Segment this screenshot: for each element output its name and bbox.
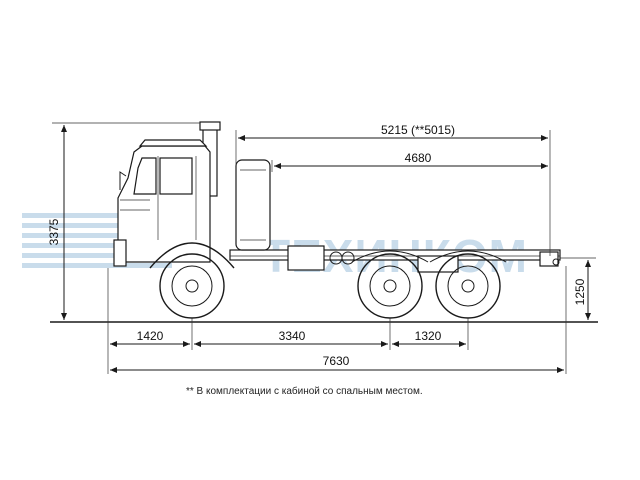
- dim-overall-length-label: 7630: [323, 354, 350, 368]
- dim-frame-height-label: 1250: [573, 278, 587, 305]
- spare-wheel: [235, 159, 271, 251]
- dim-frame-length: 4680: [271, 151, 548, 172]
- truck-drawing: [113, 121, 561, 319]
- dim-wheelbase-label: 3340: [279, 329, 306, 343]
- cab-side-window: [159, 157, 193, 195]
- dim-overall-height: 3375: [47, 122, 200, 320]
- dim-cab-to-end: 5215 (**5015): [235, 123, 551, 256]
- dim-overall-length: 7630: [110, 354, 564, 373]
- fuel-tank: [287, 245, 325, 271]
- front-wheel: [159, 253, 225, 319]
- dim-cab-to-end-label: 5215 (**5015): [381, 123, 455, 137]
- dim-front-overhang-label: 1420: [137, 329, 164, 343]
- dim-wheelbase: 3340: [194, 329, 388, 347]
- dim-front-overhang: 1420: [110, 329, 190, 347]
- footnote: ** В комплектации с кабиной со спальным …: [186, 385, 423, 397]
- dim-frame-length-label: 4680: [405, 151, 432, 165]
- front-bumper: [113, 239, 127, 267]
- dim-overall-height-label: 3375: [47, 218, 61, 245]
- watermark-stripes: [22, 213, 172, 268]
- front-fender: [149, 242, 235, 269]
- dim-frame-height: 1250: [560, 257, 596, 320]
- dim-rear-axle-spacing-label: 1320: [415, 329, 442, 343]
- dim-rear-axle-spacing: 1320: [392, 329, 466, 347]
- cab-windshield: [133, 157, 157, 195]
